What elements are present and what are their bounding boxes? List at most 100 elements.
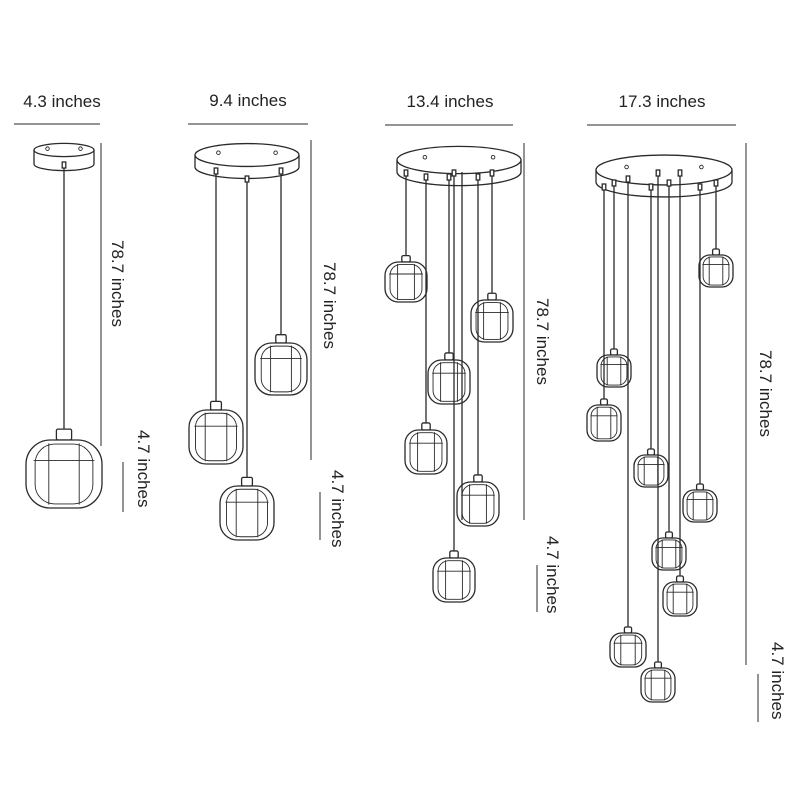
socket [240,476,254,487]
variant-2-pendant: 9.4 inches 78.7 inches 4.7 inches [188,91,347,548]
glass-inner-line [226,488,268,538]
glass-inner-line [644,669,672,701]
socket [711,248,721,256]
glass-inner-line [260,345,302,393]
socket [623,626,633,634]
variant-3-pendant: 13.4 inches 78.7 inches 4.7 inches [384,92,562,614]
variant-4-width-label: 17.3 inches [619,92,706,111]
canopy-screw-hole [273,150,278,155]
canopy-top [33,142,95,158]
socket [695,483,705,491]
glass-inner-line [655,539,683,569]
socket [275,334,287,344]
variant-4-shade-label: 4.7 inches [768,642,787,720]
cord-grip [677,169,683,177]
glass-inner-line [600,356,628,386]
glass-shade [25,439,103,509]
variant-2-shade-1 [188,167,244,465]
variant-3-shade-6 [432,169,476,603]
variant-4-shade-5 [682,183,718,523]
glass-inner-line [437,560,471,600]
glass-inner-line [590,406,618,440]
variant-1-cable-label: 78.7 inches [108,240,127,327]
variant-2-shade-3 [254,167,308,396]
cord-grip [61,161,67,169]
variant-4-shade-6 [651,179,687,571]
glass-shade [456,481,500,527]
cord-grip [697,183,703,191]
variant-3-canopy [396,145,522,187]
glass-inner-line [34,443,94,505]
variant-3-shade-2 [470,169,514,343]
canopy-top [396,145,522,175]
canopy-screw-hole [216,150,221,155]
variant-4-shade-7 [662,169,698,617]
socket [487,292,497,301]
glass-shade [698,254,734,288]
canopy-screw-hole [490,155,496,160]
socket [444,352,454,361]
variant-2-shade-label: 4.7 inches [328,470,347,548]
cord-grip [451,169,457,177]
glass-shade [404,429,448,475]
cord-grip [611,179,617,187]
variant-1-pendant: 4.3 inches 78.7 inches 4.7 inches [14,92,153,512]
cord-grip [278,167,284,175]
variant-3-shade-3 [427,173,471,405]
socket [209,400,223,411]
variant-3-cable-label: 78.7 inches [533,298,552,385]
socket [675,575,685,583]
variant-3-shade-label: 4.7 inches [543,536,562,614]
glass-inner-line [686,491,714,521]
cord-grip [423,173,429,181]
glass-inner-line [702,256,730,286]
socket [664,531,674,539]
glass-inner-line [475,302,509,340]
glass-inner-line [409,432,443,472]
cord-grip [403,169,409,177]
glass-shade [586,404,622,442]
glass-inner-line [613,634,643,666]
glass-shade [633,454,669,488]
glass-shade [427,359,471,405]
canopy-screw-hole [45,146,50,151]
socket [473,474,483,483]
variant-4-shade-3 [586,183,622,442]
glass-inner-line [195,412,237,462]
variant-1-shade-label: 4.7 inches [134,430,153,508]
cord-grip [601,183,607,191]
variant-1-width-label: 4.3 inches [23,92,101,111]
cord-grip [475,173,481,181]
variant-4-cable-label: 78.7 inches [756,350,775,437]
glass-shade [188,409,244,465]
cord-grip [713,179,719,187]
glass-shade [470,299,514,343]
variant-3-width-label: 13.4 inches [407,92,494,111]
variant-3-shade-4 [404,173,448,475]
socket [646,448,656,456]
glass-shade [682,489,718,523]
cord-grip [655,169,661,177]
glass-shade [219,485,275,541]
socket [401,254,411,263]
glass-inner-line [389,263,423,301]
canopy-screw-hole [422,155,428,160]
variant-4-shade-8 [609,175,647,668]
variant-1-shade [25,161,103,509]
variant-4-pendant: 17.3 inches 78.7 inches 4.7 inches [586,92,787,722]
glass-shade [384,261,428,303]
variant-3-shade-5 [456,173,500,527]
variant-2-cable-label: 78.7 inches [320,262,339,349]
canopy-screw-hole [78,146,83,151]
cord-grip [446,173,452,181]
variant-4-shade-2 [596,179,632,388]
cord-grip [648,183,654,191]
glass-shade [640,667,676,703]
socket [609,348,619,356]
socket [421,422,431,431]
variant-4-shade-4 [633,183,669,488]
cord-grip [489,169,495,177]
variant-4-shade-1 [698,179,734,288]
variant-2-width-label: 9.4 inches [209,91,287,110]
